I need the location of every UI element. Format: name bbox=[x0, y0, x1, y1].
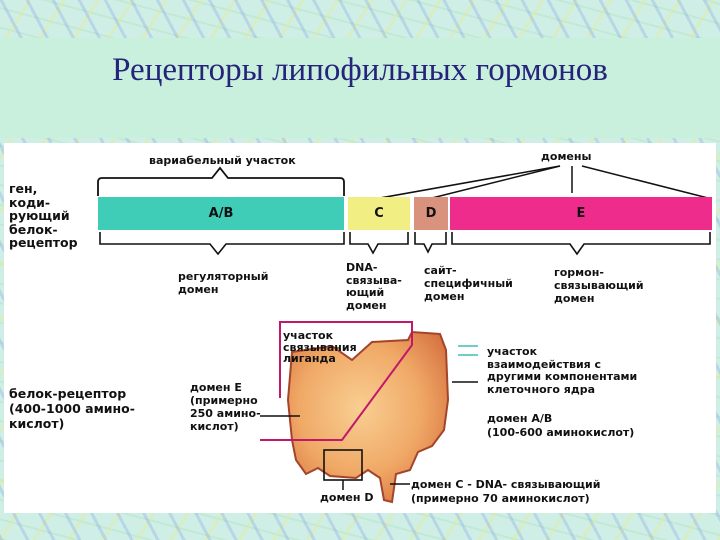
domain-e-label: домен Е (примерно 250 амино- кислот) bbox=[190, 381, 261, 433]
segment-d: D bbox=[414, 197, 448, 230]
slide-title: Рецепторы липофильных гормонов bbox=[112, 52, 608, 88]
e-bracket bbox=[451, 232, 711, 256]
c-bracket bbox=[349, 232, 409, 255]
segment-d-label: D bbox=[425, 206, 437, 221]
site-specific-domain-label: сайт- специфичный домен bbox=[424, 264, 513, 303]
protein-receptor-shape bbox=[286, 330, 450, 504]
segment-ab-label: A/B bbox=[208, 206, 234, 221]
title-band bbox=[0, 38, 720, 138]
domains-line-c bbox=[379, 165, 561, 199]
domain-ab-label: домен А/В (100-600 аминокислот) bbox=[487, 412, 635, 439]
dna-binding-domain-label: DNA- связыва- ющий домен bbox=[346, 261, 402, 312]
interaction-site-label: участок взаимодействия с другими компоне… bbox=[487, 345, 638, 396]
protein-receptor-label: белок-рецептор (400-1000 амино- кислот) bbox=[9, 386, 135, 431]
domains-label: домены bbox=[541, 150, 592, 163]
d-bracket bbox=[414, 232, 447, 254]
ab-bracket bbox=[99, 232, 345, 256]
regulatory-domain-label: регуляторный домен bbox=[178, 270, 269, 296]
segment-e: E bbox=[450, 197, 712, 230]
segment-e-label: E bbox=[576, 206, 586, 221]
segment-c-label: C bbox=[374, 206, 384, 221]
interaction-site-marker bbox=[458, 345, 478, 356]
gene-label: ген, коди- рующий белок- рецептор bbox=[9, 181, 78, 250]
domain-d-label: домен D bbox=[320, 491, 374, 504]
segment-ab: A/B bbox=[98, 197, 344, 230]
ligand-site-label: участок связывания лиганда bbox=[283, 329, 357, 365]
ligand-site-outline bbox=[260, 321, 413, 441]
segment-c: C bbox=[348, 197, 410, 230]
domain-c-label: домен С - DNA- связывающий (примерно 70 … bbox=[411, 478, 601, 505]
domains-line-e2 bbox=[581, 165, 709, 199]
hormone-binding-domain-label: гормон- связывающий домен bbox=[554, 266, 644, 305]
domains-line-d bbox=[431, 165, 561, 199]
variable-region-label: вариабельный участок bbox=[149, 154, 296, 167]
variable-region-bracket bbox=[97, 166, 345, 196]
